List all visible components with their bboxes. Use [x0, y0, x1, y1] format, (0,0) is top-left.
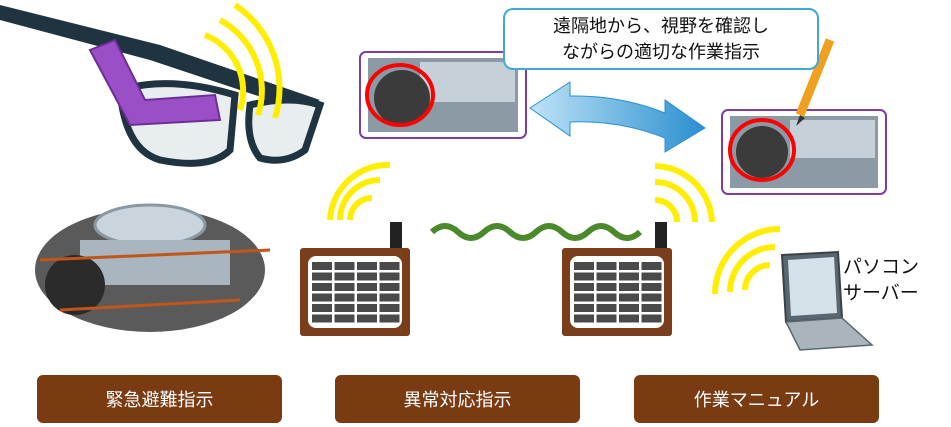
display-cell	[379, 314, 400, 323]
display-cell	[596, 304, 617, 312]
gateway-device-icon	[562, 222, 672, 336]
callout-line: ながらの適切な作業指示	[562, 42, 760, 63]
display-cell	[379, 262, 400, 270]
display-cell	[596, 283, 617, 291]
engine-image	[35, 203, 271, 332]
display-cell	[641, 272, 662, 281]
smart-glasses-icon	[0, 2, 325, 167]
pc-server-label: パソコン サーバー	[843, 254, 919, 306]
pc-label-line: パソコン	[843, 256, 920, 278]
display-cell	[596, 262, 617, 270]
display-cell	[574, 304, 594, 312]
display-cell	[574, 293, 594, 302]
callout-remote-instruction: 遠隔地から、視野を確認し ながらの適切な作業指示	[503, 8, 819, 70]
display-cell	[312, 314, 332, 323]
display-cell	[357, 262, 377, 270]
display-cell	[574, 283, 594, 291]
remote-view-frame	[359, 51, 527, 139]
display-cell	[312, 304, 332, 312]
display-cell	[357, 272, 377, 281]
display-cell	[312, 262, 332, 270]
display-cell	[574, 262, 594, 270]
wireless-signal-icon	[327, 161, 781, 295]
display-cell	[596, 272, 617, 281]
display-cell	[379, 293, 400, 302]
display-cell	[641, 293, 662, 302]
laptop-icon	[780, 250, 874, 351]
work-manual-button[interactable]: 作業マニュアル	[634, 375, 879, 423]
display-cell	[619, 262, 639, 270]
abnormality-response-button[interactable]: 異常対応指示	[335, 375, 580, 423]
display-cell	[357, 304, 377, 312]
display-cell	[596, 293, 617, 302]
pc-label-line: サーバー	[843, 282, 919, 304]
display-cell	[312, 283, 332, 291]
display-cell	[334, 283, 355, 291]
display-cell	[574, 272, 594, 281]
display-cell	[641, 314, 662, 323]
display-cell	[379, 272, 400, 281]
display-cell	[641, 283, 662, 291]
display-cell	[334, 262, 355, 270]
callout-line: 遠隔地から、視野を確認し	[553, 16, 769, 37]
emergency-evacuation-button[interactable]: 緊急避難指示	[37, 375, 282, 423]
display-cell	[619, 272, 639, 281]
display-cell	[334, 293, 355, 302]
display-cell	[379, 283, 400, 291]
display-cell	[334, 304, 355, 312]
wireless-link-wave	[429, 223, 643, 241]
display-cell	[334, 272, 355, 281]
display-cell	[357, 293, 377, 302]
display-cell	[619, 293, 639, 302]
display-cell	[619, 283, 639, 291]
display-cell	[641, 262, 662, 270]
display-cell	[574, 314, 594, 323]
bidirectional-arrow-icon	[529, 81, 706, 153]
local-view-frame	[721, 38, 887, 195]
display-cell	[641, 304, 662, 312]
display-cell	[379, 304, 400, 312]
display-cell	[357, 314, 377, 323]
display-cell	[596, 314, 617, 323]
display-cell	[334, 314, 355, 323]
display-cell	[312, 272, 332, 281]
display-cell	[312, 293, 332, 302]
display-cell	[619, 304, 639, 312]
display-cell	[619, 314, 639, 323]
display-cell	[357, 283, 377, 291]
gateway-device-icon	[300, 222, 410, 336]
